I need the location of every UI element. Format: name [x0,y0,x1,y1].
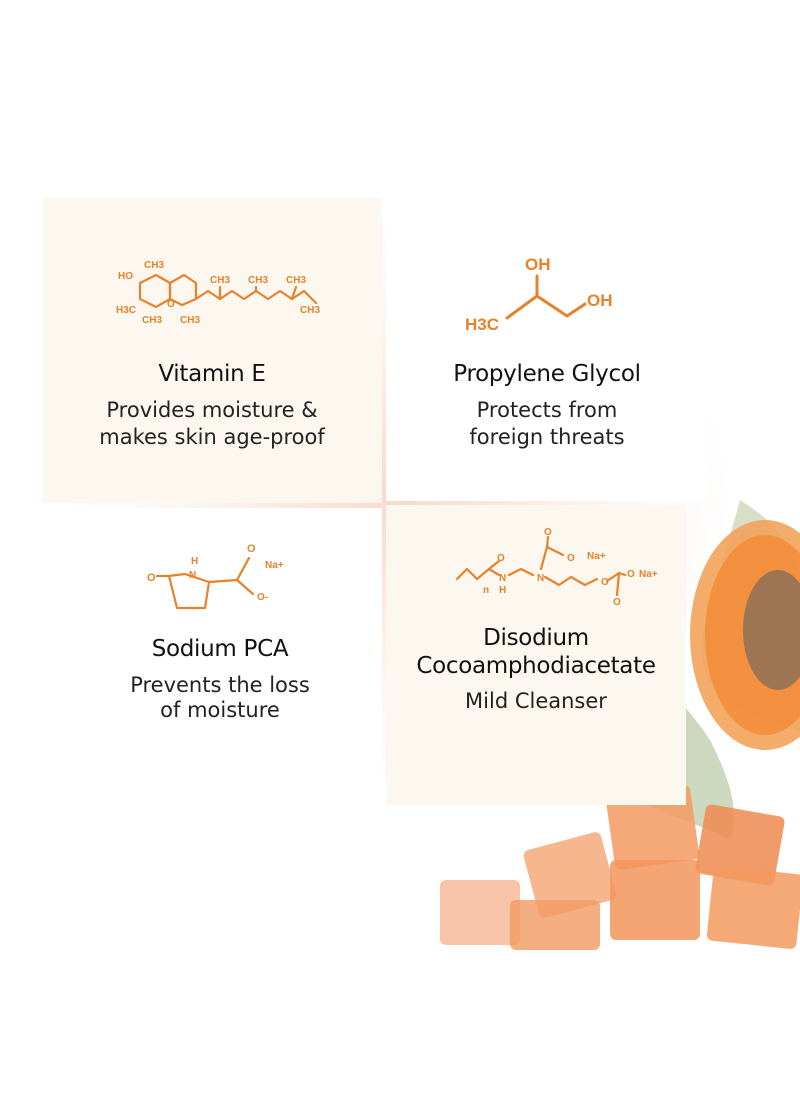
svg-text:O: O [147,572,156,584]
svg-text:HO: HO [118,271,133,282]
ingredient-name: Propylene Glycol [453,361,641,387]
ingredient-name-line2: Cocoamphodiacetate [416,653,656,679]
svg-text:CH3: CH3 [248,275,268,286]
ingredient-benefit-line2: makes skin age-proof [99,425,325,449]
svg-text:Na+: Na+ [265,560,284,571]
ingredient-card-vitamin-e: HO CH3 H3C CH3 O CH3 CH3 CH3 CH3 CH3 Vit… [42,198,382,503]
svg-text:OH: OH [587,291,613,310]
svg-text:O-: O- [257,592,268,603]
svg-text:OH: OH [525,255,551,274]
ingredient-benefit-line2: foreign threats [469,425,625,449]
svg-text:H3C: H3C [116,305,136,316]
svg-text:N: N [499,573,506,584]
svg-text:CH3: CH3 [180,315,200,326]
ingredient-name: Sodium PCA [151,636,289,662]
svg-text:Na+: Na+ [587,551,606,562]
svg-text:H: H [191,556,198,567]
svg-text:N: N [537,573,544,584]
svg-text:O: O [497,553,505,564]
disodium-cocoamphodiacetate-molecule-icon: n H O N N O O Na+ O O O Na+ [455,527,658,608]
svg-text:CH3: CH3 [300,305,320,316]
svg-text:O: O [544,527,552,538]
vitamin-e-molecule-icon: HO CH3 H3C CH3 O CH3 CH3 CH3 CH3 CH3 [116,260,320,326]
svg-text:CH3: CH3 [286,275,306,286]
svg-text:H: H [499,585,506,596]
svg-text:n: n [483,585,489,596]
ingredient-name: Vitamin E [158,361,266,387]
propylene-glycol-molecule-icon: OH OH H3C [465,255,613,334]
ingredient-benefit-line2: of moisture [160,698,280,722]
svg-text:O: O [627,569,635,580]
ingredient-benefit-line1: Prevents the loss [130,673,310,697]
svg-text:O: O [567,553,575,564]
sodium-pca-molecule-icon: H N O O Na+ O- [147,543,284,610]
ingredient-card-disodium-cocoamphodiacetate: n H O N N O O Na+ O O O Na+ Disodium Coc… [386,505,686,805]
ingredient-benefit-line1: Provides moisture & [106,398,318,422]
ingredient-name-line1: Disodium [483,625,589,651]
svg-text:O: O [167,299,175,310]
svg-text:O: O [613,597,621,608]
ingredient-card-propylene-glycol: OH OH H3C Propylene Glycol Protects from… [386,196,708,501]
svg-text:O: O [601,577,609,588]
svg-text:O: O [247,543,256,555]
svg-text:CH3: CH3 [144,260,164,271]
svg-text:CH3: CH3 [210,275,230,286]
svg-text:CH3: CH3 [142,315,162,326]
ingredient-benefit-line1: Protects from [476,398,618,422]
ingredient-benefit-line1: Mild Cleanser [465,689,607,713]
ingredient-card-sodium-pca: H N O O Na+ O- Sodium PCA Prevents the l… [58,508,382,790]
svg-text:H3C: H3C [465,315,499,334]
svg-text:Na+: Na+ [639,569,658,580]
